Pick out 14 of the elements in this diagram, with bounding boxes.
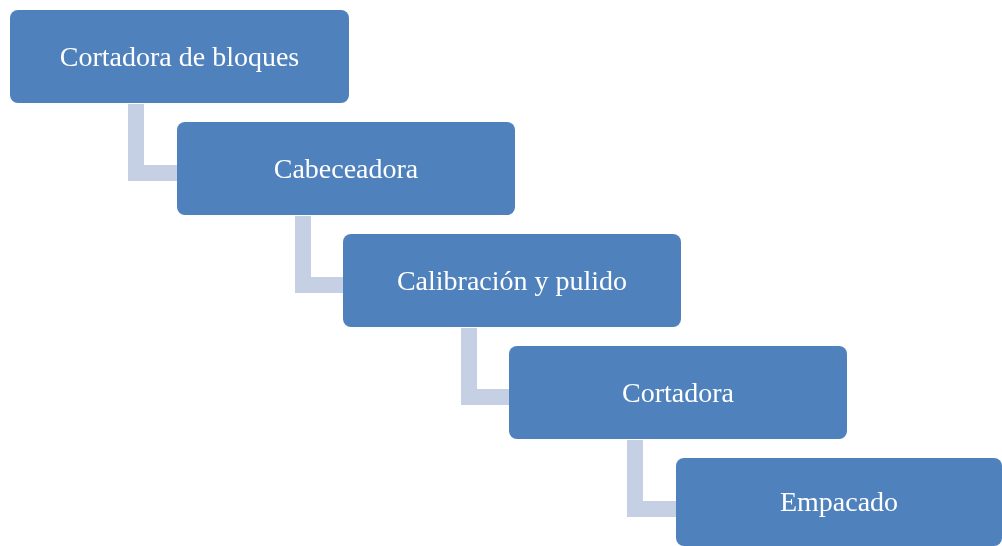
process-box	[509, 346, 847, 439]
step-label: Cortadora de bloques	[59, 39, 300, 74]
connector	[627, 440, 676, 517]
connector	[461, 328, 509, 405]
connector	[295, 216, 343, 293]
step-label: Cortadora	[622, 375, 734, 410]
step-label: Empacado	[779, 485, 899, 519]
process-box	[676, 458, 1002, 546]
process-box	[343, 234, 681, 327]
step-label: Calibración y pulido	[396, 263, 628, 298]
connector	[128, 104, 177, 181]
step-label: Cabeceadora	[273, 151, 419, 186]
process-box	[10, 10, 349, 103]
process-box	[177, 122, 515, 215]
